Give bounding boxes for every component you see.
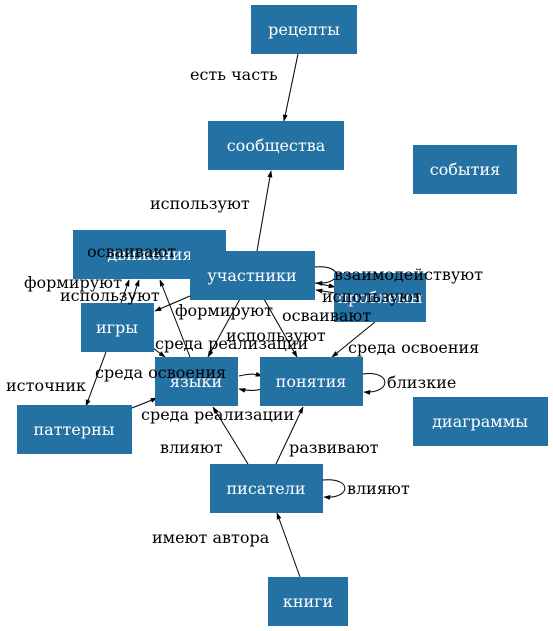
edge-writers-self <box>322 479 346 500</box>
node-books[interactable]: книги <box>268 577 348 626</box>
label-languages-concepts: среда реализации <box>141 405 294 424</box>
node-recipes-label: рецепты <box>268 20 340 39</box>
edge-participants-self <box>314 266 337 286</box>
edge-languages-concepts <box>238 371 263 377</box>
label-participants-movements: осваивают <box>87 242 176 261</box>
edge-writers-languages <box>212 406 249 465</box>
node-diagrams[interactable]: диаграммы <box>413 397 548 446</box>
edge-participants-concepts <box>263 298 298 358</box>
node-patterns[interactable]: паттерны <box>17 405 132 454</box>
edge-problems-participants <box>315 288 336 294</box>
label-writers-concepts: развивают <box>289 438 379 457</box>
edge-games-movements <box>130 279 140 304</box>
node-movements-label: движения <box>107 245 192 264</box>
label-participants-problems: используют <box>322 287 422 306</box>
edges <box>85 53 386 578</box>
label-books-writers: имеют автора <box>152 528 270 547</box>
edge-recipes-communities <box>282 53 299 122</box>
edge-participants-languages <box>207 298 241 358</box>
nodes: рецепты сообщества события движения проб… <box>17 5 548 626</box>
label-games-languages: среда освоения <box>95 363 226 382</box>
edge-games-languages <box>152 347 166 358</box>
node-languages[interactable]: языки <box>155 357 238 406</box>
edge-labels: есть часть используют осваивают взаимоде… <box>6 65 483 547</box>
node-patterns-label: паттерны <box>33 420 114 439</box>
edge-games-patterns <box>85 351 107 407</box>
node-participants-label: участники <box>207 266 296 285</box>
node-games[interactable]: игры <box>81 303 154 352</box>
edge-languages-movements <box>159 279 191 358</box>
edge-games-movements-b <box>120 279 130 304</box>
label-participants-languages: среда реализации <box>155 334 308 353</box>
node-games-label: игры <box>96 318 138 337</box>
node-recipes[interactable]: рецепты <box>251 5 357 54</box>
label-participants-concepts: используют <box>226 326 326 345</box>
label-concepts-self: близкие <box>387 373 456 392</box>
label-writers-languages: влияют <box>160 438 223 457</box>
node-books-label: книги <box>283 592 333 611</box>
label-participants-games: формируют <box>175 301 273 320</box>
node-problems[interactable]: проблемы <box>334 273 426 322</box>
label-participants-communities: используют <box>150 194 250 213</box>
node-languages-label: языки <box>170 372 222 391</box>
edge-problems-concepts <box>331 321 376 358</box>
node-communities[interactable]: сообщества <box>208 121 344 170</box>
node-events[interactable]: события <box>413 145 517 194</box>
node-problems-label: проблемы <box>338 288 423 307</box>
label-games-patterns: источник <box>6 376 86 395</box>
node-concepts[interactable]: понятия <box>260 357 363 406</box>
edge-writers-concepts <box>275 406 304 465</box>
label-participants-self: взаимодействуют <box>334 265 483 284</box>
label-recipes-communities: есть часть <box>190 65 278 84</box>
node-writers[interactable]: писатели <box>210 464 323 513</box>
node-participants[interactable]: участники <box>190 251 315 300</box>
node-communities-label: сообщества <box>227 136 326 155</box>
edge-participants-communities <box>256 170 273 252</box>
node-diagrams-label: диаграммы <box>432 412 528 431</box>
edge-concepts-self <box>362 373 386 395</box>
edge-participants-games <box>154 295 191 312</box>
label-problems-participants: осваивают <box>282 306 371 325</box>
edge-concepts-languages <box>238 387 263 393</box>
label-problems-concepts: среда освоения <box>348 338 479 357</box>
edge-books-writers <box>276 512 301 578</box>
label-games-movements-b: используют <box>60 286 160 305</box>
node-writers-label: писатели <box>227 479 306 498</box>
node-events-label: события <box>430 160 501 179</box>
label-writers-self: влияют <box>347 479 410 498</box>
node-concepts-label: понятия <box>276 372 347 391</box>
edge-participants-problems <box>314 282 336 289</box>
label-games-movements: формируют <box>24 273 122 292</box>
edge-patterns-languages <box>131 397 158 409</box>
